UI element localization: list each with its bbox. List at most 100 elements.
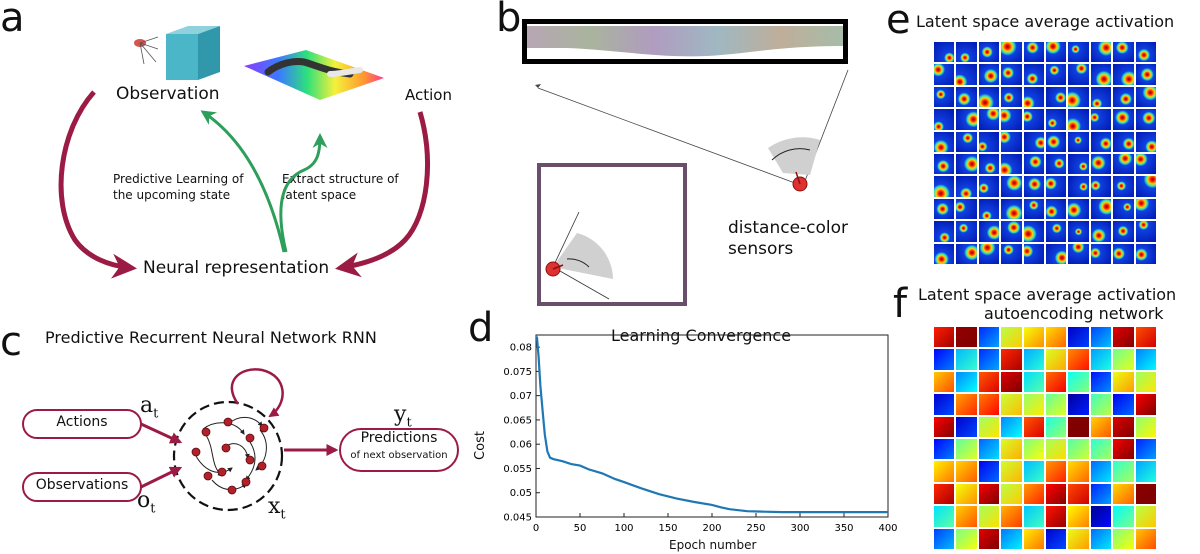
activation-cell	[978, 176, 1000, 197]
activation-cell	[978, 243, 1000, 264]
activation-cell	[1068, 243, 1089, 264]
activation-cell	[1090, 438, 1112, 460]
x-tick-label: 350	[834, 523, 853, 534]
activation-cell	[1001, 528, 1022, 549]
activation-cell	[934, 327, 955, 348]
activation-cell	[1023, 416, 1044, 437]
activation-cell	[1045, 506, 1067, 527]
activation-cell	[1023, 64, 1044, 85]
activation-cell	[1090, 327, 1112, 348]
activation-cell	[1045, 327, 1067, 348]
activation-cell	[1090, 483, 1112, 505]
panel-letter-d: d	[468, 305, 494, 351]
activation-cell	[1090, 153, 1112, 175]
activation-cell	[1023, 528, 1044, 549]
activation-cell	[1001, 461, 1022, 482]
panel-letter-f: f	[893, 281, 908, 327]
activation-cell	[1068, 394, 1089, 415]
activation-cell	[934, 528, 955, 549]
activation-cell	[1135, 153, 1156, 175]
activation-cell	[1068, 42, 1089, 63]
activation-cell	[978, 109, 1000, 130]
arena-map	[537, 163, 687, 306]
activation-cell	[1090, 349, 1112, 370]
activation-cell	[1001, 153, 1022, 175]
activation-cell	[1001, 483, 1022, 505]
activation-cell	[934, 438, 955, 460]
observation-cube-illustration	[134, 26, 220, 80]
activation-cell	[1135, 461, 1156, 482]
observation-label: Observation	[116, 84, 220, 104]
y-tick-label: 0.055	[503, 464, 532, 475]
activation-cell	[978, 42, 1000, 63]
x-tick-label: 100	[614, 523, 633, 534]
activation-cell	[1045, 86, 1067, 108]
activation-cell	[1090, 64, 1112, 85]
activation-cell	[1068, 461, 1089, 482]
activation-cell	[956, 64, 977, 85]
activation-cell	[1135, 109, 1156, 130]
activation-cell	[934, 506, 955, 527]
activation-cell	[1113, 86, 1134, 108]
action-to-neural-arrow	[335, 111, 430, 278]
panel-a-arrows	[58, 90, 430, 279]
activation-cell	[1090, 506, 1112, 527]
activation-cell	[1135, 86, 1156, 108]
y-tick-label: 0.06	[510, 440, 532, 451]
activation-cell	[1045, 198, 1067, 220]
predictions-box	[339, 428, 459, 472]
activation-cell	[956, 528, 977, 549]
x-tick-label: 250	[746, 523, 765, 534]
activation-cell	[978, 416, 1000, 437]
activation-cell	[956, 153, 977, 175]
activation-cell	[978, 349, 1000, 370]
x-tick-label: 0	[533, 523, 539, 534]
x-tick-label: 300	[790, 523, 809, 534]
y-tick-label: 0.05	[510, 488, 532, 499]
autoencoding-title: Latent space average activation	[918, 285, 1177, 304]
activation-cell	[956, 86, 977, 108]
activation-cell	[1090, 371, 1112, 393]
activation-cell	[1068, 131, 1089, 152]
activation-cell	[1113, 327, 1134, 348]
predictions-sub-label: of next observation	[350, 450, 448, 461]
neural-to-observation-arrow	[200, 110, 286, 253]
activation-cell	[1045, 221, 1067, 242]
activation-cell	[934, 198, 955, 220]
activation-cell	[1023, 176, 1044, 197]
activation-cell	[1113, 153, 1134, 175]
activation-cell	[934, 394, 955, 415]
activation-cell	[978, 221, 1000, 242]
activation-cell	[1001, 109, 1022, 130]
predictive-learning-label: Predictive Learning of	[113, 172, 244, 186]
activation-cell	[1001, 243, 1022, 264]
chart-xlabel: Epoch number	[669, 538, 757, 552]
x-t-symbol: xt	[268, 494, 286, 523]
o-t-symbol: ot	[137, 488, 156, 517]
activation-cell	[1068, 198, 1089, 220]
activation-cell	[1023, 131, 1044, 152]
activation-cell	[978, 64, 1000, 85]
activation-cell	[1023, 438, 1044, 460]
activation-cell	[934, 461, 955, 482]
activation-cell	[1001, 349, 1022, 370]
activation-cell	[1068, 528, 1089, 549]
activation-cell	[1023, 221, 1044, 242]
activation-cell	[934, 371, 955, 393]
activation-cell	[1001, 416, 1022, 437]
x-tick-label: 200	[702, 523, 721, 534]
activation-cell	[1023, 483, 1044, 505]
activation-cell	[1045, 153, 1067, 175]
y-tick-label: 0.065	[503, 415, 532, 426]
y-tick-label: 0.075	[503, 367, 532, 378]
plot-frame	[535, 334, 889, 518]
activation-cell	[1023, 153, 1044, 175]
activation-cell	[934, 131, 955, 152]
activation-cell	[1068, 349, 1089, 370]
y-t-symbol: yt	[394, 402, 412, 431]
activation-cell	[1023, 371, 1044, 393]
activation-cell	[978, 153, 1000, 175]
activation-cell	[934, 243, 955, 264]
activation-cell	[1023, 198, 1044, 220]
panel-letter-e: e	[886, 0, 911, 43]
